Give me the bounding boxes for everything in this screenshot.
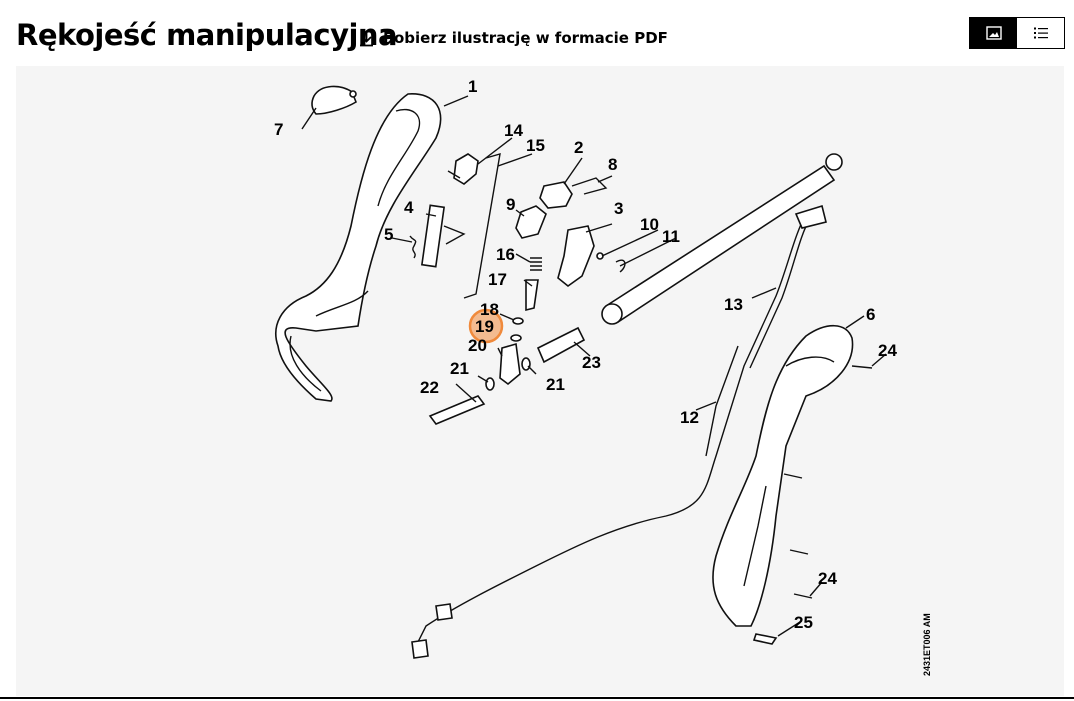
part-7-cap xyxy=(311,85,357,115)
download-icon xyxy=(360,30,373,46)
callout-13[interactable]: 13 xyxy=(724,295,743,314)
callout-12[interactable]: 12 xyxy=(680,408,699,427)
callout-15[interactable]: 15 xyxy=(526,136,545,155)
callout-2[interactable]: 2 xyxy=(574,138,583,157)
image-icon xyxy=(985,26,1002,40)
cable xyxy=(411,204,827,659)
part-21-washer-b xyxy=(521,357,531,371)
callout-20[interactable]: 20 xyxy=(468,336,487,355)
callout-9[interactable]: 9 xyxy=(506,195,515,214)
image-view-button[interactable] xyxy=(970,18,1017,48)
callout-23[interactable]: 23 xyxy=(582,353,601,372)
part-2-lock xyxy=(539,177,608,209)
callout-7[interactable]: 7 xyxy=(274,120,283,139)
leader-lines xyxy=(301,95,887,637)
parts-diagram: 1 2 3 4 5 6 7 8 9 10 11 12 13 14 15 16 1… xyxy=(274,77,932,676)
callout-6[interactable]: 6 xyxy=(866,305,875,324)
callout-16[interactable]: 16 xyxy=(496,245,515,264)
part-4-slider xyxy=(420,204,466,268)
callout-21-b[interactable]: 21 xyxy=(546,375,565,394)
bottom-divider xyxy=(0,697,1074,699)
diagram-panel: 1 2 3 4 5 6 7 8 9 10 11 12 13 14 15 16 1… xyxy=(16,66,1064,696)
page-title: Rękojeść manipulacyjna xyxy=(16,18,398,52)
part-16-spring xyxy=(530,257,542,271)
download-pdf-label: Pobierz ilustrację w formacie PDF xyxy=(383,29,668,47)
view-toggle xyxy=(969,17,1065,49)
part-1-handle-half xyxy=(275,93,442,402)
callout-18[interactable]: 18 xyxy=(480,300,499,319)
callout-17[interactable]: 17 xyxy=(488,270,507,289)
part-5-spring xyxy=(409,235,417,259)
part-3-trigger xyxy=(557,225,595,288)
callout-1[interactable]: 1 xyxy=(468,77,477,96)
callout-8[interactable]: 8 xyxy=(608,155,617,174)
illustration-code: 2431ET006 AM xyxy=(922,613,932,676)
part-20-bushing xyxy=(499,342,521,386)
tube xyxy=(601,153,843,325)
callout-11[interactable]: 11 xyxy=(662,227,680,246)
list-icon xyxy=(1033,27,1048,39)
selected-part-highlight[interactable] xyxy=(468,308,504,344)
callout-5[interactable]: 5 xyxy=(384,225,393,244)
part-14-lever xyxy=(447,153,479,185)
callout-21-a[interactable]: 21 xyxy=(450,359,469,378)
callout-22[interactable]: 22 xyxy=(420,378,439,397)
screws xyxy=(752,365,873,645)
download-pdf-link[interactable]: Pobierz ilustrację w formacie PDF xyxy=(358,29,668,47)
part-17-pin xyxy=(525,279,539,312)
callout-24-b[interactable]: 24 xyxy=(818,569,837,588)
callout-labels: 1 2 3 4 5 6 7 8 9 10 11 12 13 14 15 16 1… xyxy=(274,77,897,632)
part-21-washer-a xyxy=(485,377,495,391)
callout-4[interactable]: 4 xyxy=(404,198,414,217)
part-22-bolt xyxy=(428,395,486,425)
callout-24-a[interactable]: 24 xyxy=(878,341,897,360)
callout-14[interactable]: 14 xyxy=(504,121,523,140)
part-11-clip xyxy=(615,259,626,273)
list-view-button[interactable] xyxy=(1017,18,1064,48)
part-9-catch xyxy=(515,205,547,239)
part-18-ring xyxy=(512,317,524,325)
callout-19[interactable]: 19 xyxy=(475,317,494,336)
part-15-rod xyxy=(463,153,501,299)
callout-25[interactable]: 25 xyxy=(794,613,813,632)
part-23-sleeve xyxy=(536,326,586,364)
part-6-handle-half xyxy=(712,324,854,627)
callout-3[interactable]: 3 xyxy=(614,199,623,218)
callout-10[interactable]: 10 xyxy=(640,215,659,234)
part-19-ring xyxy=(510,334,522,342)
